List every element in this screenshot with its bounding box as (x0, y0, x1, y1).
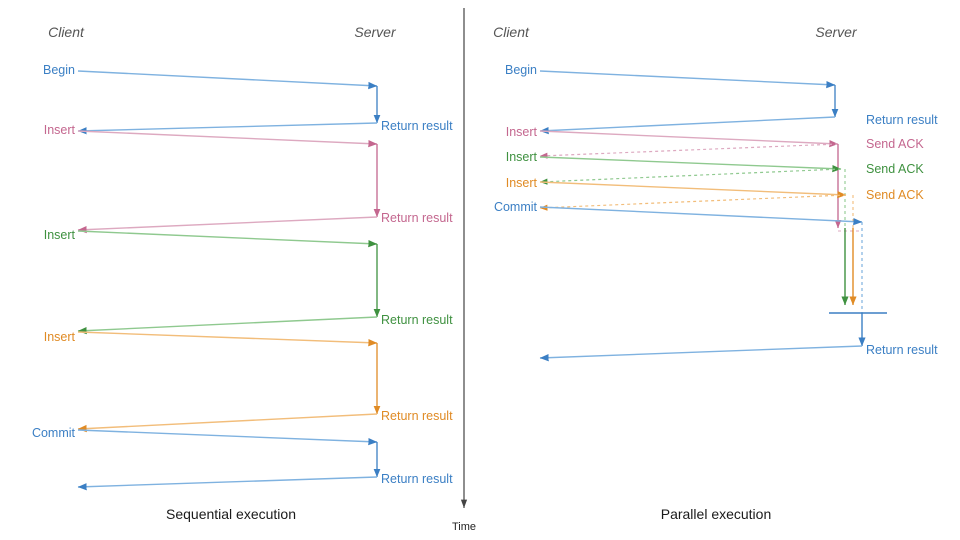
request-arrow-commit (77, 429, 378, 446)
exchange-insert3-parallel (539, 181, 857, 306)
client-label-insert2-parallel: Insert (506, 150, 538, 164)
caption-parallel: Parallel execution (661, 506, 772, 522)
time-axis-label: Time (452, 521, 476, 533)
client-label-insert3-sequential: Insert (44, 330, 76, 344)
server-label-return5-sequential: Return result (381, 472, 453, 486)
client-label-insert1-sequential: Insert (44, 123, 76, 137)
response-arrow-insert2 (77, 316, 378, 335)
response-arrow-commit (77, 476, 378, 491)
server-label-return-commit-parallel: Return result (866, 343, 938, 357)
request-arrow-insert3-parallel (539, 181, 847, 199)
server-label-ack3-parallel: Send ACK (866, 188, 924, 202)
client-label-insert1-parallel: Insert (506, 125, 538, 139)
request-arrow-insert1 (77, 130, 378, 148)
server-label-ack1-parallel: Send ACK (866, 137, 924, 151)
response-arrow-insert3 (77, 413, 378, 433)
ack-arrow-insert2-parallel (539, 168, 842, 185)
response-arrow-insert1 (77, 216, 378, 234)
request-arrow-begin-parallel (539, 70, 836, 89)
server-label-return2-sequential: Return result (381, 211, 453, 225)
client-label-insert2-sequential: Insert (44, 228, 76, 242)
client-label-commit-sequential: Commit (32, 426, 76, 440)
server-label-return1-sequential: Return result (381, 119, 453, 133)
request-arrow-insert1-parallel (539, 130, 839, 148)
server-label-ack2-parallel: Send ACK (866, 162, 924, 176)
response-arrow-begin (77, 122, 378, 135)
request-arrow-insert2 (77, 230, 378, 248)
panel-sequential: Client Server (32, 24, 453, 522)
client-label-begin-parallel: Begin (505, 63, 537, 77)
exchange-insert1-parallel (539, 130, 862, 232)
time-axis: Time (452, 8, 476, 533)
request-arrow-commit-parallel (539, 206, 863, 226)
client-label-commit-parallel: Commit (494, 200, 538, 214)
response-arrow-begin-parallel (539, 116, 836, 135)
caption-sequential: Sequential execution (166, 506, 296, 522)
server-label-return3-sequential: Return result (381, 313, 453, 327)
ack-arrow-insert1-parallel (539, 143, 839, 159)
server-header-sequential: Server (354, 24, 397, 40)
exchange-insert1-sequential (77, 130, 381, 234)
exchange-insert3-sequential (77, 331, 381, 433)
panel-parallel: Client Server (493, 24, 938, 522)
exchange-insert2-sequential (77, 230, 381, 335)
response-arrow-commit-parallel (539, 345, 863, 362)
client-label-insert3-parallel: Insert (506, 176, 538, 190)
server-label-return-begin-parallel: Return result (866, 113, 938, 127)
request-arrow-begin (77, 70, 378, 90)
ack-arrow-insert3-parallel (539, 194, 847, 211)
exchange-insert2-parallel (539, 156, 849, 306)
client-header-parallel: Client (493, 24, 530, 40)
exchange-commit-sequential (77, 429, 381, 491)
request-arrow-insert3 (77, 331, 378, 347)
request-arrow-insert2-parallel (539, 156, 842, 173)
exchange-begin-parallel (539, 70, 839, 135)
client-header-sequential: Client (48, 24, 85, 40)
server-label-return4-sequential: Return result (381, 409, 453, 423)
server-header-parallel: Server (815, 24, 858, 40)
exchange-commit-parallel (539, 206, 887, 362)
client-label-begin-sequential: Begin (43, 63, 75, 77)
exchange-begin-sequential (77, 70, 381, 135)
